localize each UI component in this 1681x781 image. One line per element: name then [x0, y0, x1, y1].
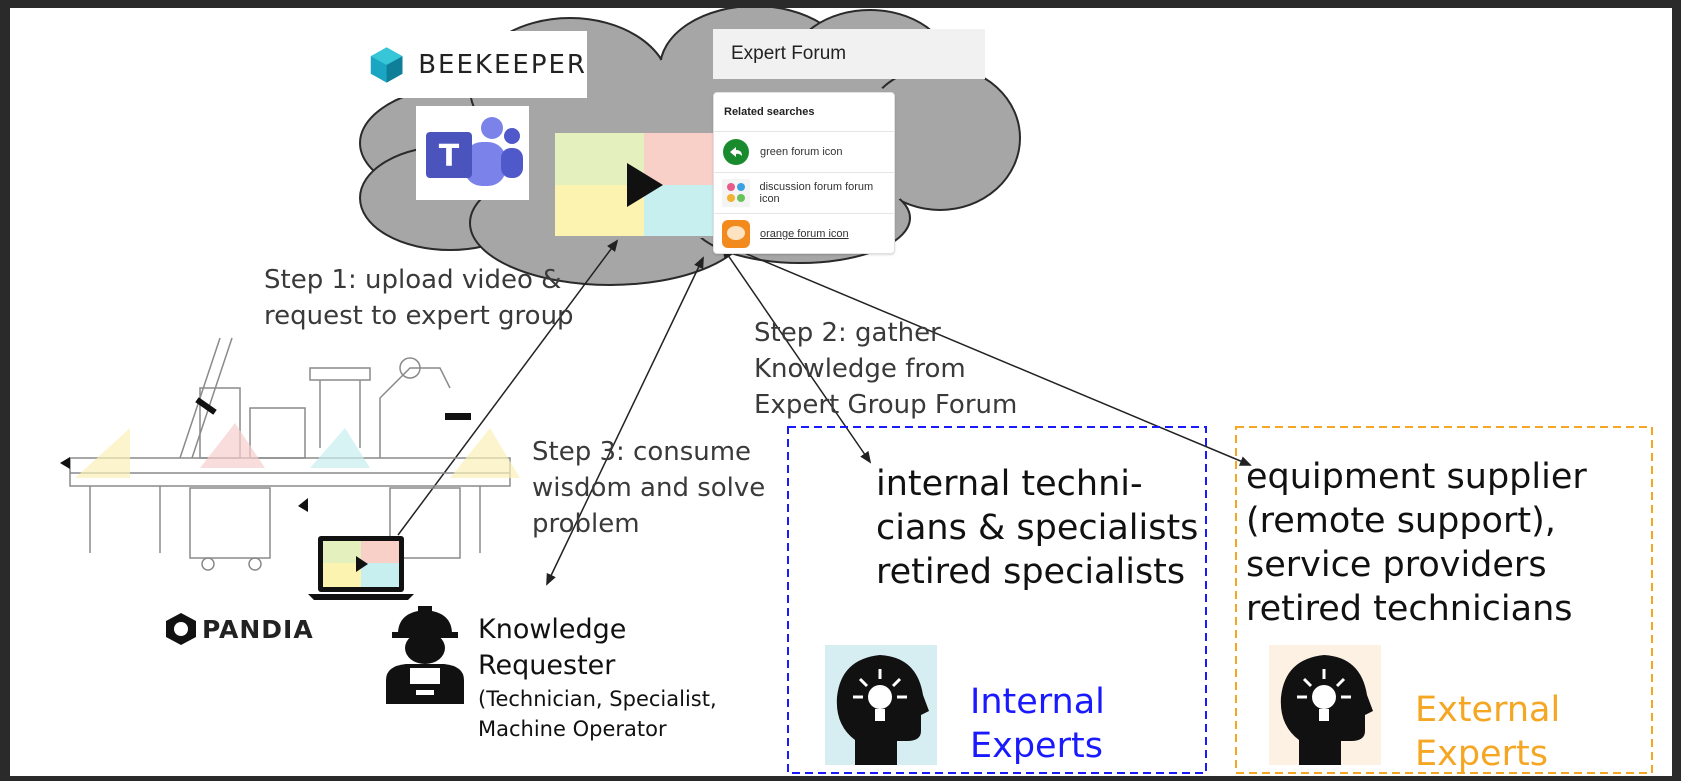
svg-text:T: T	[439, 139, 460, 174]
internal-line: cians & specialists	[876, 508, 1199, 548]
external-title-line: External	[1415, 690, 1561, 730]
internal-title-line: Internal	[970, 682, 1105, 722]
external-line: (remote support),	[1246, 501, 1556, 541]
related-searches-heading: Related searches	[724, 106, 815, 118]
lightbulb-head-icon	[1280, 655, 1373, 765]
diagram-canvas: BEEKEEPER T Expert Forum Related searche…	[10, 8, 1672, 776]
step2-line: Expert Group Forum	[754, 390, 1018, 420]
people-icon	[722, 179, 750, 207]
knowledge-requester-label: Knowledge Requester (Technician, Special…	[478, 612, 717, 744]
teams-logo: T	[416, 106, 529, 200]
beekeeper-hex-icon	[370, 46, 403, 83]
step1-line: request to expert group	[264, 301, 574, 331]
requester-line: (Technician, Specialist,	[478, 687, 717, 711]
step1-line: Step 1: upload video &	[264, 265, 562, 295]
related-searches-card: Related searches green forum icon discus…	[713, 92, 895, 254]
lightbulb-head-icon	[836, 655, 929, 765]
arrow-step2-external	[721, 243, 1252, 466]
internal-title-line: Experts	[970, 726, 1103, 766]
step3-line: wisdom and solve	[532, 473, 766, 503]
external-head-icon	[1269, 645, 1381, 765]
pandia-hex-icon	[166, 613, 196, 645]
pandia-label: PANDIA	[202, 614, 314, 644]
internal-line: internal techni-	[876, 464, 1143, 504]
requester-line: Requester	[478, 650, 616, 681]
expert-forum-title: Expert Forum	[731, 43, 847, 64]
teams-icon: T	[426, 117, 523, 186]
step3-label: Step 3: consume wisdom and solve problem	[532, 434, 765, 542]
step3-line: Step 3: consume	[532, 437, 752, 467]
external-experts-members: equipment supplier (remote support), ser…	[1246, 455, 1587, 631]
step2-line: Step 2: gather	[754, 318, 941, 348]
external-experts-title: External Experts	[1415, 688, 1560, 776]
laptop-icon	[308, 536, 414, 600]
external-line: service providers	[1246, 545, 1547, 585]
related-item-green[interactable]: green forum icon	[714, 131, 894, 172]
step2-line: Knowledge from	[754, 354, 966, 384]
internal-experts-title: Internal Experts	[970, 680, 1105, 768]
internal-line: retired specialists	[876, 552, 1186, 592]
external-experts-box	[1235, 426, 1653, 774]
related-item-discussion[interactable]: discussion forum forum icon	[714, 172, 894, 213]
requester-line: Machine Operator	[478, 717, 667, 741]
related-item-label[interactable]: orange forum icon	[760, 228, 849, 240]
step3-line: problem	[532, 509, 640, 539]
video-thumbnail[interactable]	[555, 133, 733, 236]
related-item-label: green forum icon	[760, 146, 843, 158]
expert-forum-header: Expert Forum	[713, 29, 985, 79]
internal-experts-members: internal techni- cians & specialists ret…	[876, 462, 1198, 594]
pandia-logo: PANDIA	[164, 612, 314, 646]
arrow-step3	[546, 256, 704, 586]
internal-head-icon	[825, 645, 937, 765]
requester-line: Knowledge	[478, 614, 627, 645]
related-item-label: discussion forum forum icon	[759, 181, 874, 205]
related-item-orange[interactable]: orange forum icon	[714, 213, 894, 254]
step1-label: Step 1: upload video & request to expert…	[264, 262, 574, 334]
play-video-icon	[555, 133, 733, 236]
production-machine-illustration	[60, 337, 520, 571]
beekeeper-label: BEEKEEPER	[418, 49, 587, 80]
external-line: retired technicians	[1246, 589, 1573, 629]
orange-chat-icon	[722, 220, 750, 248]
beekeeper-logo: BEEKEEPER	[355, 31, 587, 98]
external-title-line: Experts	[1415, 734, 1548, 774]
worker-icon	[386, 606, 464, 704]
green-chat-icon	[723, 139, 749, 165]
external-line: equipment supplier	[1246, 457, 1587, 497]
step2-label: Step 2: gather Knowledge from Expert Gro…	[754, 315, 1017, 423]
internal-experts-box	[787, 426, 1207, 774]
